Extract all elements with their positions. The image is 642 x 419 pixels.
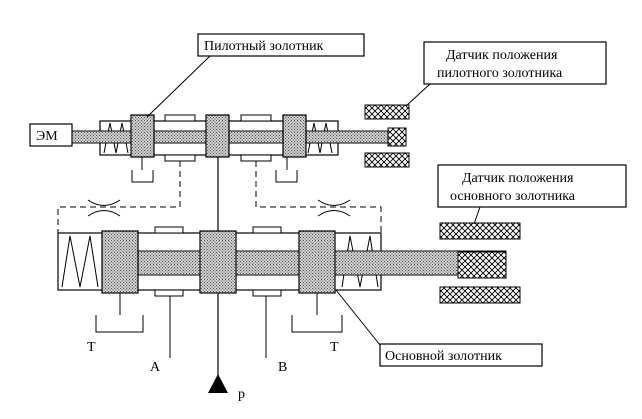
main-sensor-bottom-plate [439, 286, 521, 304]
pilot-lines [57, 161, 382, 233]
main-sensor-top-plate [439, 222, 521, 240]
pilot-valve: ЭМ [29, 104, 410, 183]
port-p-label: p [238, 387, 245, 402]
pilot-sensor-label-1: Датчик положения [446, 48, 558, 63]
pressure-arrow [208, 374, 228, 393]
throttles [87, 199, 351, 217]
main-sensor-core [457, 251, 507, 279]
pilot-land-center [205, 114, 230, 158]
main-land-center [199, 230, 237, 294]
pilot-land-right [282, 114, 307, 158]
main-spool-label: Основной золотник [385, 349, 502, 364]
port-t-left-label: T [87, 340, 96, 355]
pilot-rod [71, 130, 403, 144]
pilot-spool-callout-box [197, 33, 365, 57]
main-valve [57, 222, 521, 304]
main-land-right [298, 230, 336, 294]
port-t-right-label: T [330, 340, 339, 355]
pilot-sensor-bottom-plate [364, 152, 410, 168]
pilot-sensor-label-2: пилотного золотника [437, 66, 563, 81]
main-sensor-callout-box [437, 164, 627, 208]
pilot-spool-label: Пилотный золотник [204, 39, 324, 54]
em-label: ЭМ [36, 129, 58, 144]
port-a-label: A [150, 360, 161, 375]
pilot-sensor-top-plate [364, 104, 410, 120]
main-land-left [101, 230, 139, 294]
main-sensor-label-2: основного золотника [450, 189, 576, 204]
main-spool-callout-box [379, 343, 543, 367]
pilot-sensor-callout-box [423, 41, 607, 85]
main-sensor-label-1: Датчик положения [462, 171, 574, 186]
pilot-land-left [130, 114, 155, 158]
port-b-label: B [278, 360, 287, 375]
pilot-sensor-core [387, 127, 407, 147]
main-spring-left [61, 235, 99, 288]
